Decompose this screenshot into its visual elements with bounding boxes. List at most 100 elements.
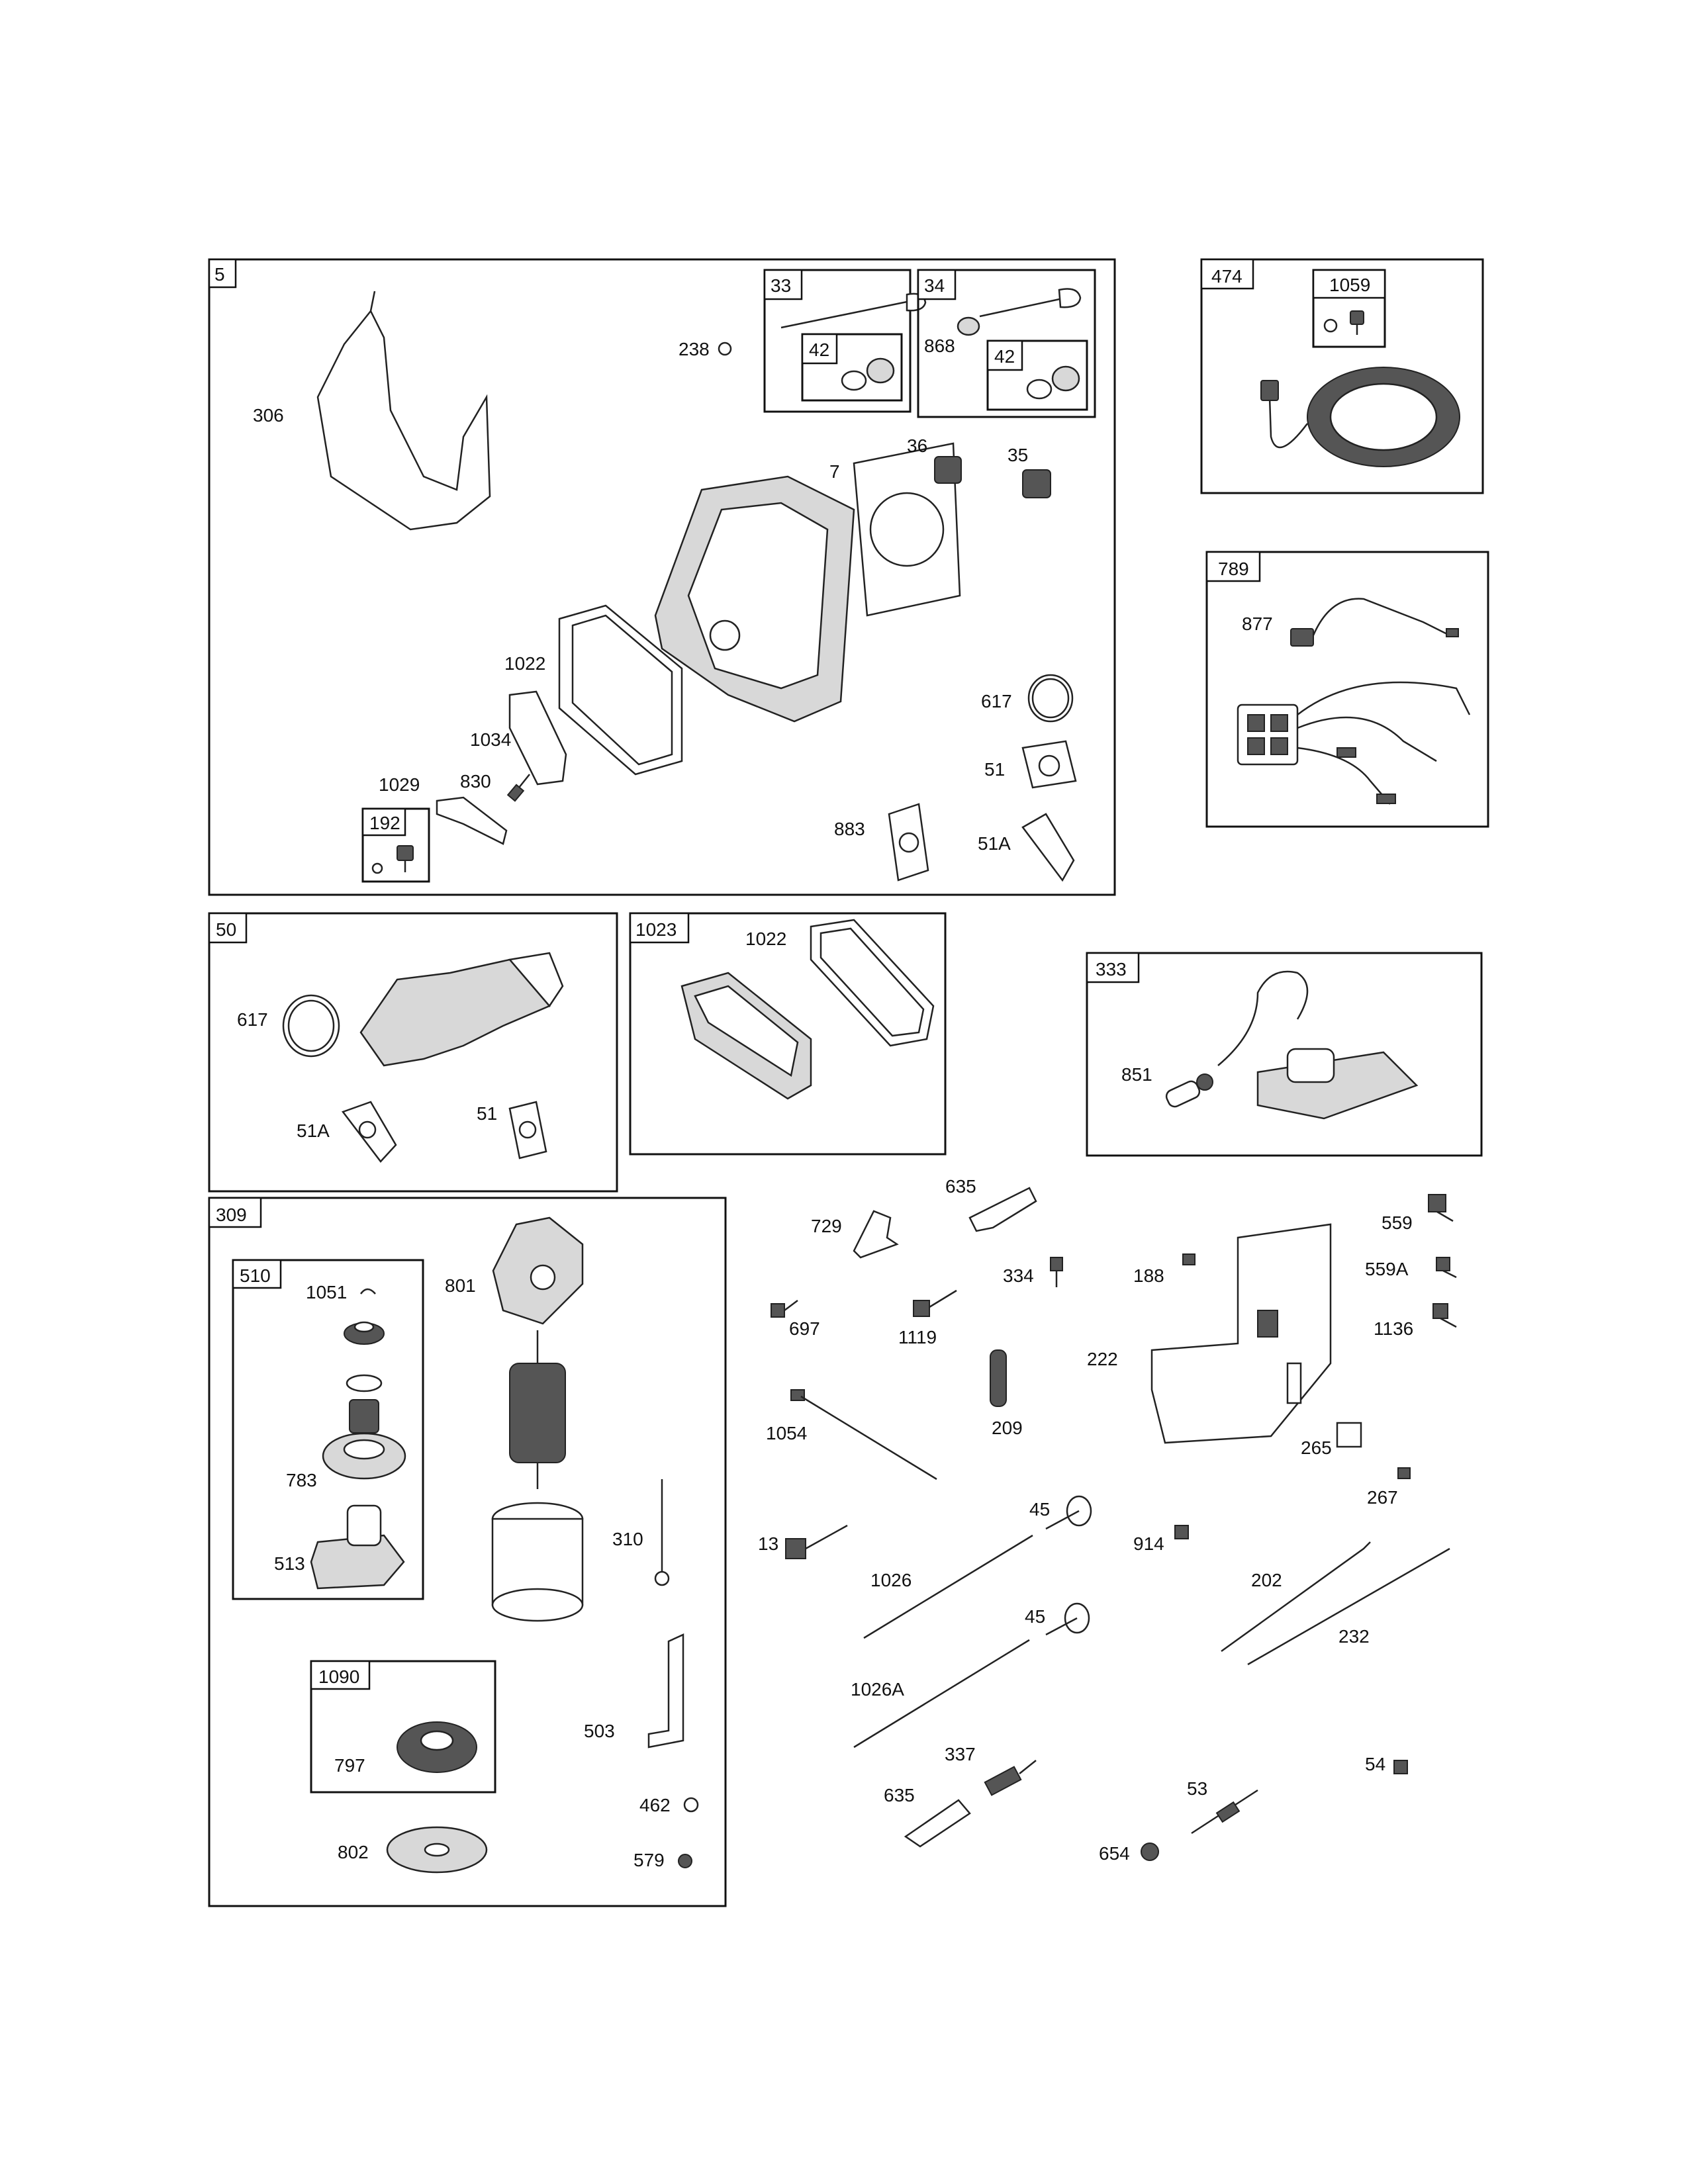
label-868: 868: [924, 336, 955, 356]
group-1023-tag: 1023: [635, 919, 677, 940]
valve-seal-42b: [1026, 365, 1080, 400]
screw-1059: [1323, 310, 1364, 335]
screw-697: [771, 1300, 798, 1318]
label-654: 654: [1099, 1843, 1130, 1864]
group-474-tag-box: [1200, 258, 1254, 290]
group-5-tag: 5: [214, 264, 225, 285]
group-309-frame: [208, 1197, 727, 1907]
through-bolt-310: [654, 1479, 670, 1586]
screw-914: [1174, 1525, 1189, 1539]
label-188: 188: [1133, 1265, 1164, 1286]
nut-462: [683, 1797, 699, 1813]
group-510-frame: [232, 1259, 424, 1600]
group-42b-tag: 42: [994, 346, 1015, 367]
spring-510: [349, 1399, 379, 1433]
gasket-883: [888, 803, 929, 882]
group-789-frame: [1205, 551, 1489, 828]
clip-1051: [359, 1288, 376, 1295]
screw-559: [1428, 1194, 1454, 1222]
label-802: 802: [338, 1842, 369, 1862]
intake-valve-33: [780, 293, 927, 329]
label-697: 697: [789, 1318, 820, 1339]
plate-802: [386, 1826, 488, 1874]
group-192-tag-box: [361, 807, 406, 837]
rod-1026: [863, 1534, 1033, 1639]
nut-238: [718, 341, 732, 356]
gasket-51b: [508, 1101, 547, 1160]
label-1034: 1034: [470, 729, 511, 750]
spark-plug-337: [984, 1760, 1037, 1796]
valve-guide-868: [957, 316, 980, 336]
group-42a-frame: [801, 333, 903, 402]
head-gasket-7: [853, 442, 961, 617]
label-306: 306: [253, 405, 284, 426]
shroud-306: [316, 291, 491, 531]
breather-plate-1034: [508, 690, 567, 786]
label-54: 54: [1365, 1754, 1385, 1774]
group-789-tag-box: [1205, 551, 1261, 582]
rocker-cover: [680, 972, 812, 1100]
group-1059-tag-box: [1312, 269, 1386, 299]
label-1051: 1051: [306, 1282, 347, 1302]
group-33-tag: 33: [771, 275, 791, 296]
group-1059-tag: 1059: [1329, 275, 1370, 295]
screw-1136: [1432, 1303, 1457, 1328]
label-830: 830: [460, 771, 491, 792]
brush-holder-797: [397, 1721, 477, 1773]
group-309-tag: 309: [216, 1205, 247, 1225]
screw-559A: [1436, 1257, 1457, 1279]
group-1090-frame: [310, 1660, 496, 1794]
drive-housing-513: [310, 1504, 405, 1590]
label-635b: 635: [884, 1785, 915, 1805]
label-1054: 1054: [766, 1423, 807, 1443]
label-13: 13: [758, 1533, 778, 1554]
cable-tie-1054: [790, 1389, 937, 1480]
group-42a-tag: 42: [809, 340, 829, 360]
spring-209: [990, 1349, 1007, 1407]
group-192-tag: 192: [369, 813, 400, 833]
intake-manifold: [359, 952, 564, 1067]
stud-830: [506, 774, 530, 802]
screw-267: [1397, 1467, 1411, 1479]
group-510-tag-box: [232, 1259, 282, 1289]
nut-579: [678, 1854, 692, 1868]
label-238: 238: [679, 339, 710, 359]
bolt-13: [785, 1524, 848, 1559]
group-42b-tag-box: [986, 340, 1023, 371]
label-559A: 559A: [1365, 1259, 1409, 1279]
label-503: 503: [584, 1721, 615, 1741]
ignition-armature: [1217, 970, 1419, 1120]
gasket-51a: [1021, 740, 1077, 789]
label-729: 729: [811, 1216, 842, 1236]
group-33-frame: [763, 269, 912, 413]
cylinder-head: [654, 475, 855, 723]
group-33-tag-box: [763, 269, 803, 300]
link-rod-232: [1247, 1547, 1450, 1666]
label-209: 209: [992, 1418, 1023, 1438]
washer-510: [346, 1374, 383, 1392]
bracket-503: [647, 1633, 684, 1749]
label-36: 36: [907, 435, 927, 456]
screw-54: [1393, 1760, 1408, 1774]
label-579: 579: [633, 1850, 665, 1870]
screw-334: [1050, 1257, 1063, 1287]
group-333-frame: [1086, 952, 1483, 1157]
dipstick-handle-45b: [1045, 1602, 1090, 1636]
group-50-tag-box: [208, 912, 248, 944]
label-559: 559: [1382, 1212, 1413, 1233]
bracket-1029: [436, 796, 508, 845]
label-267: 267: [1367, 1487, 1398, 1508]
label-1022b: 1022: [745, 929, 786, 949]
rocker-gasket-1022: [558, 604, 683, 776]
label-513: 513: [274, 1553, 305, 1574]
exhaust-valve-34: [979, 288, 1082, 318]
label-45a: 45: [1029, 1499, 1050, 1520]
link-729: [853, 1210, 899, 1259]
alternator-stator: [1260, 367, 1460, 467]
boot-635b: [904, 1799, 971, 1848]
pinion-gear-783: [322, 1432, 406, 1480]
label-45b: 45: [1025, 1606, 1045, 1627]
wire-harness-connector: [1237, 681, 1471, 805]
group-42b-frame: [986, 340, 1088, 411]
group-1023-frame: [629, 912, 947, 1156]
